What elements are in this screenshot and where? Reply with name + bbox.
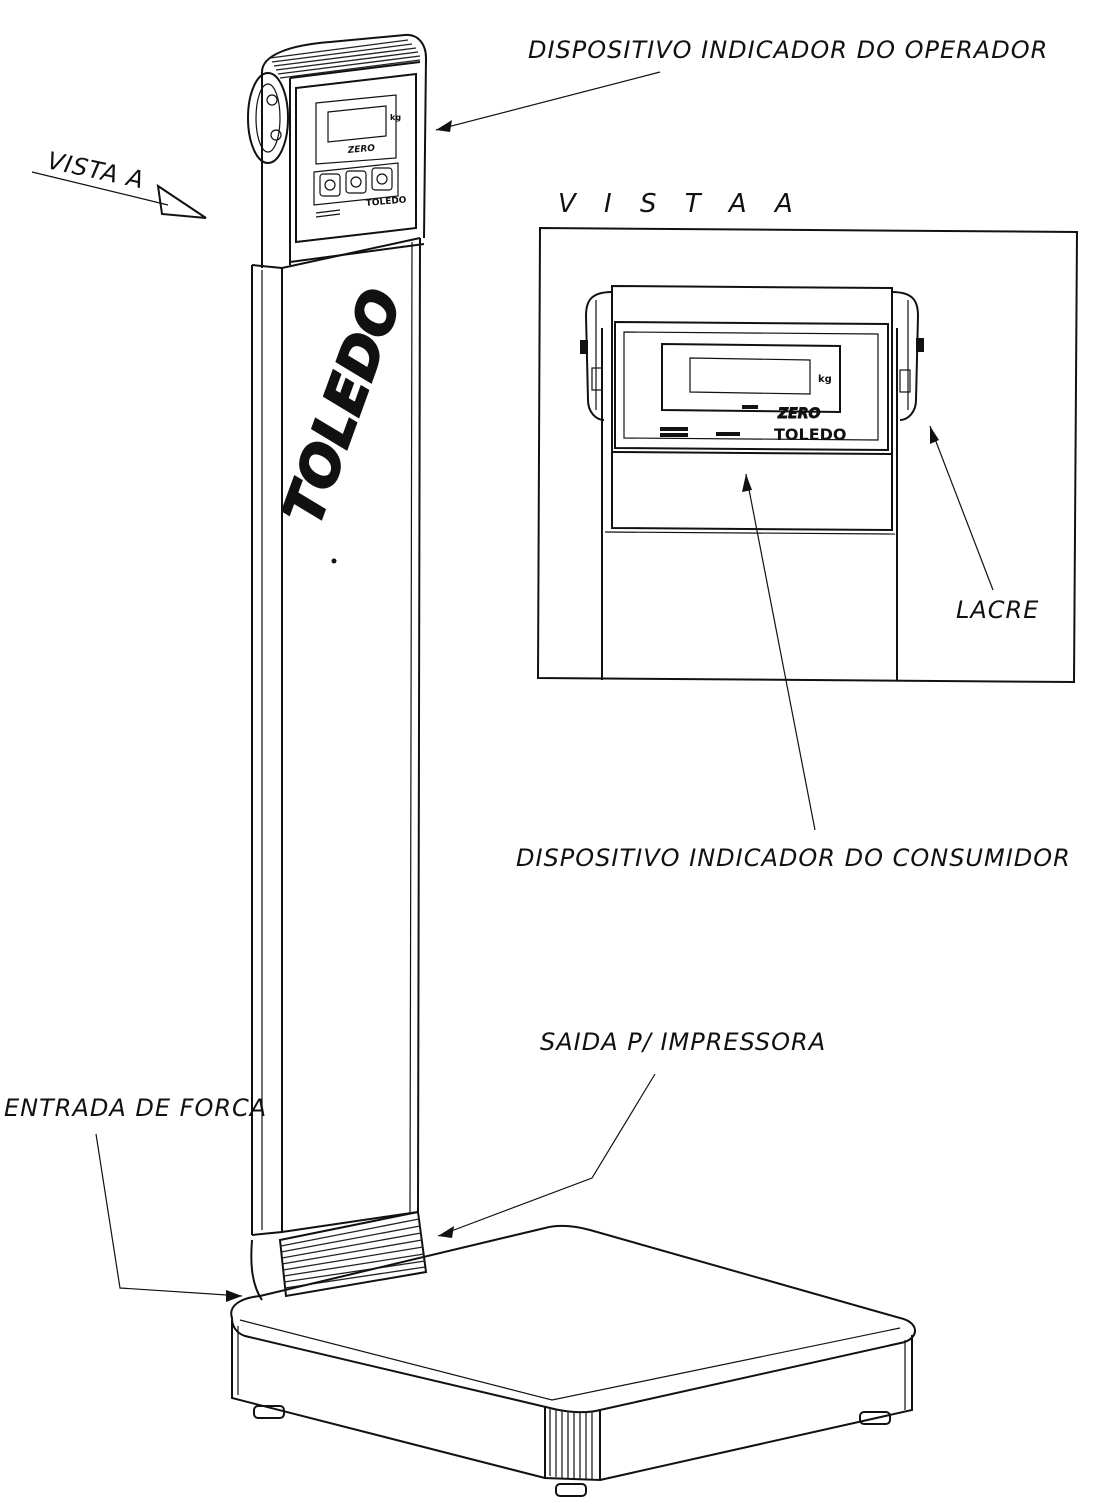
consumer-display-logo: TOLEDO bbox=[774, 425, 847, 444]
label-consumer-indicator: DISPOSITIVO INDICADOR DO CONSUMIDOR bbox=[516, 844, 1071, 872]
operator-display-logo: TOLEDO bbox=[365, 195, 407, 209]
label-operator-indicator: DISPOSITIVO INDICADOR DO OPERADOR bbox=[528, 36, 1048, 64]
column-base-ribs bbox=[250, 1210, 428, 1301]
view-a-inset: kg ZERO TOLEDO bbox=[536, 226, 1079, 684]
consumer-zero-text: ZERO bbox=[777, 406, 820, 422]
scale-illustration: TOLEDO ZERO bbox=[230, 33, 916, 1497]
operator-indicator-head: ZERO kg TOLEDO bbox=[247, 33, 428, 268]
right-handle bbox=[891, 291, 924, 421]
consumer-unit: kg bbox=[818, 374, 832, 385]
leader-lines bbox=[31, 71, 994, 1302]
left-handle bbox=[580, 291, 613, 421]
label-seal: LACRE bbox=[956, 596, 1039, 624]
labels: DISPOSITIVO INDICADOR DO OPERADOR VISTA … bbox=[4, 36, 1071, 1122]
head-ribs bbox=[269, 39, 421, 79]
label-view-a-title: V I S T A A bbox=[558, 189, 803, 219]
operator-unit: kg bbox=[390, 113, 401, 122]
platform-corner-ribs bbox=[549, 1408, 593, 1479]
operator-zero-text: ZERO bbox=[346, 144, 375, 156]
label-printer-output: SAIDA P/ IMPRESSORA bbox=[540, 1028, 826, 1056]
scale-column bbox=[251, 237, 421, 1236]
label-power-input: ENTRADA DE FORCA bbox=[4, 1094, 267, 1122]
column-logo: TOLEDO bbox=[271, 281, 414, 533]
scale-platform bbox=[230, 1224, 916, 1497]
